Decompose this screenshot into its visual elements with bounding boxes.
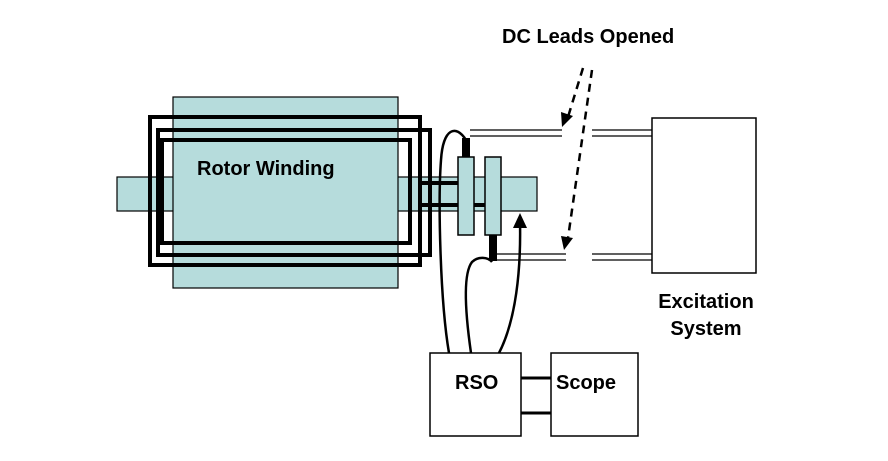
winding-inner-loop <box>156 128 432 257</box>
excitation-label-line2: System <box>670 318 741 340</box>
brush-upper <box>462 138 470 157</box>
dc-lead-lower-right <box>592 253 652 261</box>
winding-outer-loop <box>148 115 422 267</box>
rso-lead-to-lower-brush <box>464 256 493 354</box>
arrow-to-lower-gap <box>566 69 594 239</box>
slip-ring-2 <box>484 156 502 236</box>
dc-lead-upper-right <box>592 129 652 137</box>
dc-leads-arrows <box>566 67 594 239</box>
rso-scope-connection <box>521 376 551 415</box>
slip-ring-1 <box>457 156 475 236</box>
winding-middle-loop <box>160 138 412 245</box>
rotor-winding-coils <box>148 115 488 267</box>
rotor-winding-label: Rotor Winding <box>197 158 335 180</box>
scope-box <box>550 352 639 437</box>
rotor-body <box>172 96 399 289</box>
brush-lower <box>489 235 497 261</box>
dc-leads-label: DC Leads Opened <box>502 26 674 48</box>
excitation-system-box <box>651 117 757 274</box>
dc-leads <box>470 129 652 261</box>
dc-lead-upper-left <box>470 129 562 137</box>
arrowhead-lower <box>561 236 573 250</box>
shaft-ground-arrowhead <box>513 213 527 228</box>
scope-label: Scope <box>556 372 616 394</box>
rso-label: RSO <box>455 372 498 394</box>
arrowhead-upper <box>561 112 573 127</box>
rso-lead-to-shaft <box>497 221 522 354</box>
rso-leads <box>438 129 522 354</box>
rso-lead-to-upper-brush <box>438 129 468 354</box>
excitation-label-line1: Excitation <box>658 291 754 313</box>
arrow-to-upper-gap <box>566 67 585 118</box>
rso-box <box>429 352 522 437</box>
dc-lead-lower-left <box>497 253 566 261</box>
